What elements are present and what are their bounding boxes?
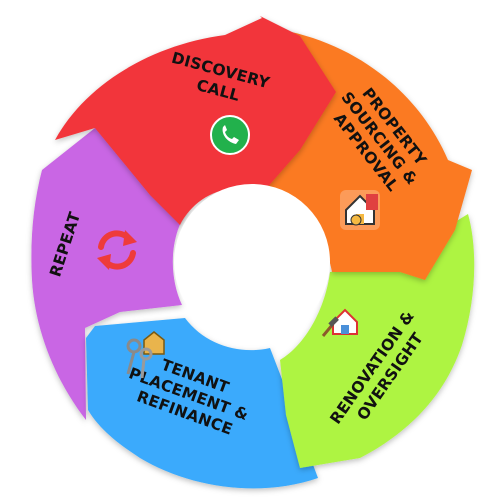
center-hole — [174, 184, 330, 340]
segment-tenant: TENANT PLACEMENT & REFINANCE — [86, 318, 318, 489]
segment-discovery-shape — [55, 16, 336, 225]
segment-repeat: REPEAT — [31, 128, 188, 420]
segment-sourcing-shape — [250, 30, 472, 280]
house-keys-icon — [126, 331, 165, 379]
house-document-icon — [340, 190, 380, 230]
refresh-arrows-icon — [97, 230, 137, 270]
segment-discovery: DISCOVERY CALL — [55, 16, 336, 225]
house-hammer-icon — [321, 308, 358, 337]
segment-sourcing: PROPERTY SOURCING & APPROVAL — [250, 30, 472, 280]
whatsapp-phone-icon — [210, 115, 250, 155]
segment-repeat-shape — [31, 128, 188, 420]
